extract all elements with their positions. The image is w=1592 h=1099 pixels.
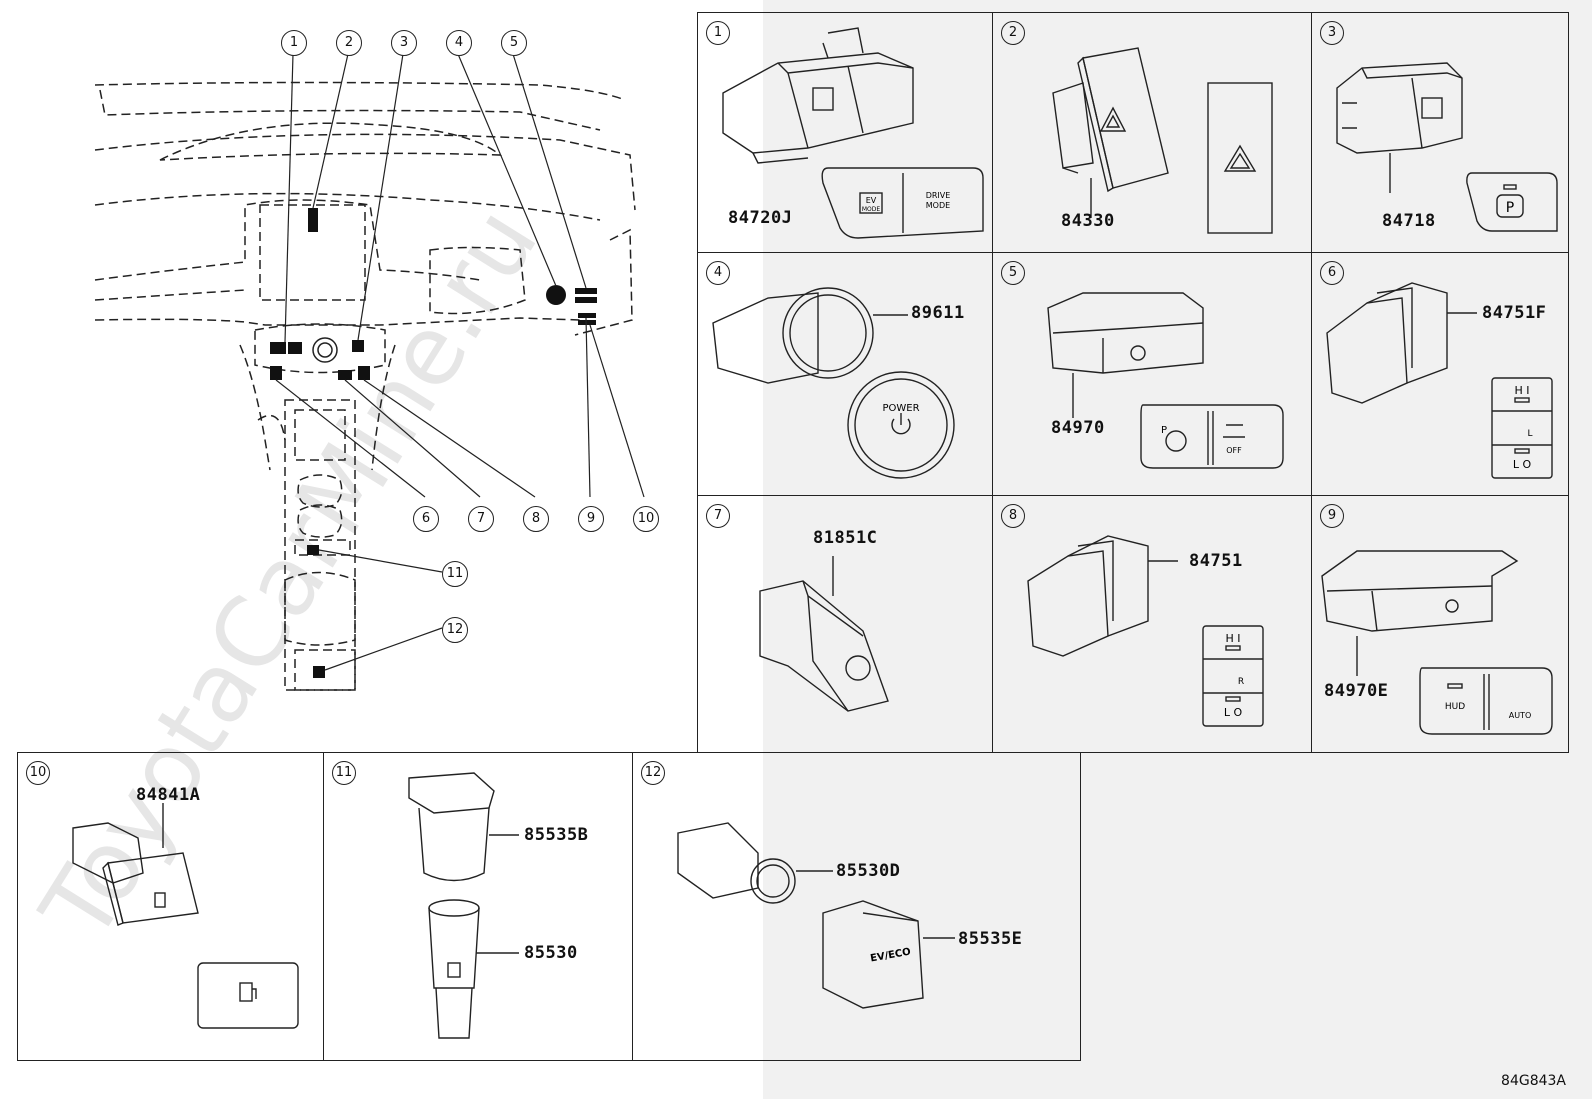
panel-9-hud-auto-switch: HUD AUTO 9 84970E xyxy=(1311,495,1569,753)
panel-12-socket-and-cover: EV/ECO 12 85530D 85535E xyxy=(632,752,1081,1061)
l-text: L xyxy=(1527,429,1532,439)
switch-illustration: H I R L O xyxy=(1027,535,1264,727)
panel-number: 7 xyxy=(706,504,730,528)
panel-number: 8 xyxy=(1001,504,1025,528)
panel-number: 10 xyxy=(26,761,50,785)
switch-illustration: P OFF xyxy=(1047,292,1284,469)
callout-10: 10 xyxy=(633,506,659,532)
switch-illustration xyxy=(72,803,299,1029)
callout-5: 5 xyxy=(501,30,527,56)
mode-text: MODE xyxy=(862,206,881,213)
part-number: 84970 xyxy=(1051,418,1105,438)
off-text: OFF xyxy=(1226,446,1242,455)
switch-illustration: HUD AUTO xyxy=(1321,550,1553,735)
drive-text: DRIVE xyxy=(926,191,951,200)
callout-1: 1 xyxy=(281,30,307,56)
ev-eco-text: EV/ECO xyxy=(869,947,911,965)
callout-4: 4 xyxy=(446,30,472,56)
panel-6-seat-heater-left-switch: H I L L O 6 84751F xyxy=(1311,252,1569,496)
callout-11: 11 xyxy=(442,561,468,587)
lo-text: L O xyxy=(1224,706,1243,719)
panel-5-steering-trac-switch: P OFF 5 84970 xyxy=(992,252,1312,496)
panel-8-seat-heater-right-switch: H I R L O 8 84751 xyxy=(992,495,1312,753)
dashboard-line-art xyxy=(94,53,645,691)
part-number-85535B: 85535B xyxy=(524,825,589,845)
part-number: 89611 xyxy=(911,303,965,323)
drawing-code: 84G843A xyxy=(1501,1073,1566,1089)
panel-number: 11 xyxy=(332,761,356,785)
hud-text: HUD xyxy=(1445,702,1465,712)
panel-number: 3 xyxy=(1320,21,1344,45)
p-text: P xyxy=(1506,200,1514,216)
part-number: 84720J xyxy=(728,208,793,228)
socket-illustration xyxy=(408,772,519,1039)
callout-6: 6 xyxy=(413,506,439,532)
part-number: 81851C xyxy=(813,528,878,548)
panel-10-fuel-lid-switch: 10 84841A xyxy=(17,752,324,1061)
auto-text: AUTO xyxy=(1509,711,1532,720)
panel-4-power-switch: POWER 4 89611 xyxy=(697,252,993,496)
p-text: P xyxy=(1161,425,1167,436)
drive-mode-text: MODE xyxy=(926,201,950,210)
part-number: 84841A xyxy=(136,785,201,805)
callout-3: 3 xyxy=(391,30,417,56)
callout-7: 7 xyxy=(468,506,494,532)
panel-7-socket-switch: 7 81851C xyxy=(697,495,993,753)
callout-2: 2 xyxy=(336,30,362,56)
part-number: 84751F xyxy=(1482,303,1547,323)
part-number: 84718 xyxy=(1382,211,1436,231)
hi-text: H I xyxy=(1225,632,1240,645)
callout-9: 9 xyxy=(578,506,604,532)
switch-illustration: EV MODE DRIVE MODE xyxy=(722,27,984,239)
background-shade xyxy=(763,0,1592,1099)
part-number-85530D: 85530D xyxy=(836,861,901,881)
part-number-85530: 85530 xyxy=(524,943,578,963)
hi-text: H I xyxy=(1514,384,1529,397)
r-text: R xyxy=(1238,677,1244,687)
panel-1-ev-drive-mode-switch: EV MODE DRIVE MODE 1 84720J xyxy=(697,12,993,253)
part-number: 84970E xyxy=(1324,681,1389,701)
part-number: 84330 xyxy=(1061,211,1115,231)
part-number-85535E: 85535E xyxy=(958,929,1023,949)
panel-number: 4 xyxy=(706,261,730,285)
part-number: 84751 xyxy=(1189,551,1243,571)
power-text: POWER xyxy=(882,403,919,414)
dashboard-overview-diagram: 1 2 3 4 5 6 7 8 9 10 11 12 xyxy=(0,0,700,760)
switch-illustration xyxy=(759,556,889,712)
panel-number: 6 xyxy=(1320,261,1344,285)
switch-illustration xyxy=(1052,47,1273,234)
panel-3-parking-switch: P 3 84718 xyxy=(1311,12,1569,253)
ev-text: EV xyxy=(866,196,877,205)
switch-illustration: H I L L O xyxy=(1326,282,1553,479)
panel-number: 5 xyxy=(1001,261,1025,285)
callout-12: 12 xyxy=(442,617,468,643)
panel-11-socket-assembly: 11 85535B 85530 xyxy=(323,752,633,1061)
panel-number: 12 xyxy=(641,761,665,785)
panel-2-hazard-switch: 2 84330 xyxy=(992,12,1312,253)
panel-number: 1 xyxy=(706,21,730,45)
switch-illustration: P xyxy=(1336,62,1558,232)
panel-number: 9 xyxy=(1320,504,1344,528)
lo-text: L O xyxy=(1513,458,1532,471)
callout-8: 8 xyxy=(523,506,549,532)
socket-illustration: EV/ECO xyxy=(677,822,955,1009)
panel-number: 2 xyxy=(1001,21,1025,45)
switch-illustration: POWER xyxy=(712,287,955,479)
